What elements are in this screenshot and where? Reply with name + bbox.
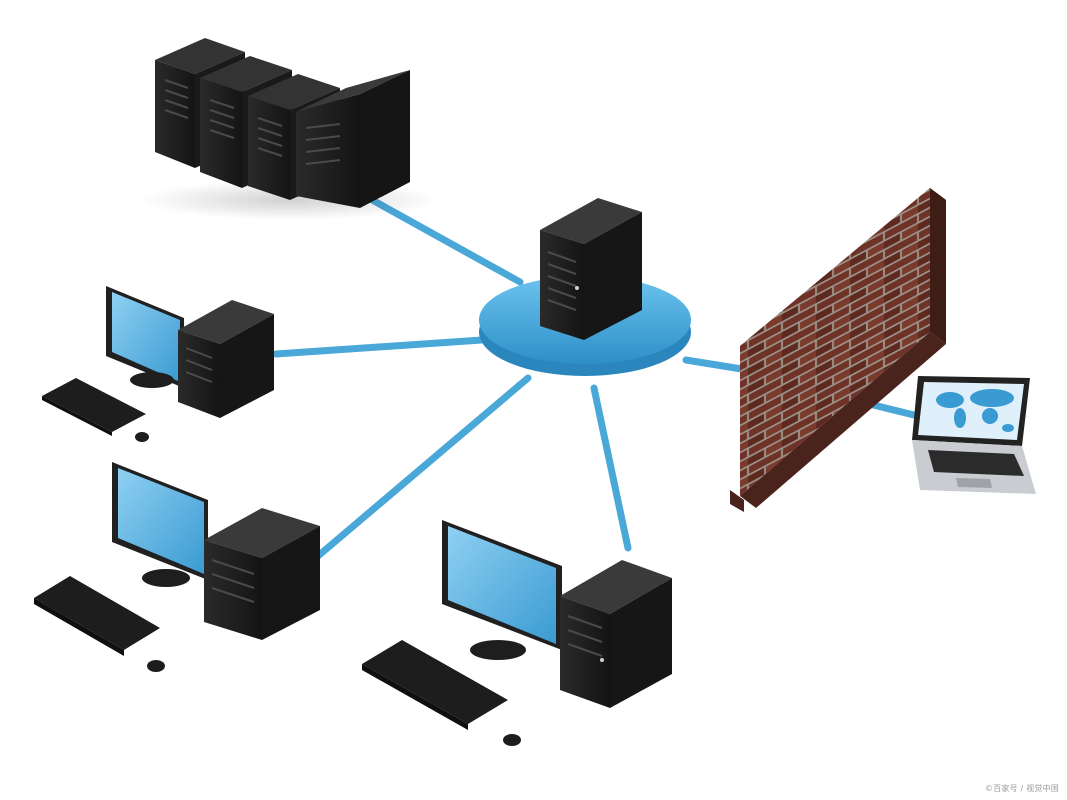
cable-to-workstation-left-top: [272, 336, 486, 358]
keyboard: [34, 576, 160, 656]
laptop-icon: [912, 376, 1036, 494]
desktop-computer-icon: [42, 286, 274, 442]
tower-server-icon: [540, 198, 642, 340]
mouse: [503, 734, 521, 746]
monitor: [442, 520, 562, 660]
world-map: [936, 389, 1014, 432]
tower: [178, 300, 274, 418]
workstation-left-top: [42, 286, 274, 442]
workstation-center-bottom: [362, 520, 672, 746]
keyboard: [42, 378, 146, 436]
central-hub: [479, 198, 691, 376]
workstation-left-bottom: [34, 462, 320, 672]
server-rack: [140, 38, 440, 220]
monitor: [112, 462, 208, 587]
tower: [204, 508, 320, 640]
mouse: [147, 660, 165, 672]
cable-to-workstation-center-bottom: [590, 384, 632, 552]
central-server: [540, 198, 642, 340]
desktop-computer-icon: [34, 462, 320, 672]
mouse: [135, 432, 149, 442]
keyboard: [362, 640, 508, 730]
laptop: [912, 376, 1036, 494]
tower: [560, 560, 672, 708]
rack-server-icon: [155, 38, 410, 208]
brick-wall-icon: [730, 188, 946, 512]
watermark: ©百家号 / 视觉中国: [985, 784, 1059, 793]
desktop-computer-icon: [362, 520, 672, 746]
cable-to-workstation-left-bottom: [314, 374, 532, 560]
monitor: [106, 286, 184, 388]
firewall: [730, 188, 946, 512]
